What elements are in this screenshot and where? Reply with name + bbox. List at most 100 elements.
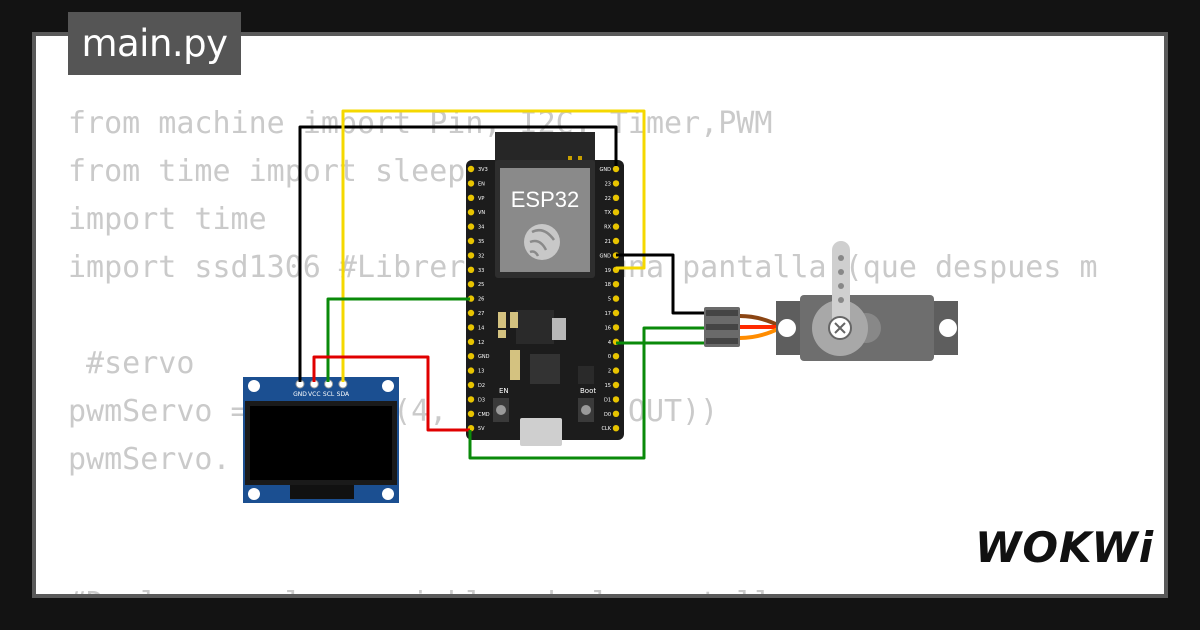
pin-label: 5 xyxy=(608,297,611,303)
pin-hole[interactable] xyxy=(467,165,475,173)
pin-label: GND xyxy=(600,253,612,259)
pin-label: 19 xyxy=(605,268,611,274)
pin-hole[interactable] xyxy=(612,324,620,331)
pin-hole[interactable] xyxy=(612,396,620,403)
pin-label: 26 xyxy=(478,297,484,303)
pin-label: 4 xyxy=(608,340,611,346)
pin-hole[interactable] xyxy=(612,410,620,417)
pin-hole[interactable] xyxy=(467,194,475,201)
pin-label: GND xyxy=(600,167,612,173)
pin-label: CMD xyxy=(478,412,490,418)
pin-hole[interactable] xyxy=(612,295,620,302)
espressif-logo-icon xyxy=(524,224,560,260)
wire-red-vcc[interactable] xyxy=(312,355,470,432)
pin-hole[interactable] xyxy=(467,209,475,216)
servo-motor[interactable] xyxy=(704,241,958,361)
pin-hole[interactable] xyxy=(467,381,475,389)
pin-label: TX xyxy=(604,210,612,216)
pin-label: VP xyxy=(478,196,484,202)
pin-label: 33 xyxy=(478,268,484,274)
pin-label: 12 xyxy=(478,340,484,346)
wire-black-gnd[interactable] xyxy=(298,125,618,382)
oled-pin-label: SDA xyxy=(337,391,350,398)
pin-hole[interactable] xyxy=(467,353,475,360)
pin-label: D3 xyxy=(478,397,485,403)
pin-hole[interactable] xyxy=(612,165,620,173)
boot-button-label: Boot xyxy=(580,387,596,395)
code-line: from time import sleep xyxy=(68,154,466,189)
pin-hole[interactable] xyxy=(467,266,475,273)
pin-label: D0 xyxy=(604,412,611,418)
pin-hole[interactable] xyxy=(467,252,475,259)
oled-pin-label: GND xyxy=(293,391,307,398)
pin-label: 34 xyxy=(478,225,484,231)
pin-label: 21 xyxy=(605,239,611,245)
pin-label: 22 xyxy=(605,196,611,202)
wokwi-logo: WOKWi xyxy=(975,523,1155,572)
wire-yellow-sda[interactable] xyxy=(341,109,646,382)
pin-label: EN xyxy=(478,181,485,187)
pin-hole[interactable] xyxy=(467,309,475,317)
pin-hole[interactable] xyxy=(467,237,475,245)
pin-label: VN xyxy=(478,210,485,216)
pin-label: GND xyxy=(478,354,490,360)
pin-label: 14 xyxy=(478,325,484,331)
pin-label: CLK xyxy=(601,426,611,432)
pin-label: 18 xyxy=(605,282,611,288)
pin-label: 17 xyxy=(605,311,611,317)
code-line: from machine import Pin, I2C, Timer,PWM xyxy=(68,106,773,141)
pin-hole[interactable] xyxy=(467,367,475,374)
file-tab[interactable]: main.py xyxy=(68,12,241,75)
pin-hole[interactable] xyxy=(612,223,620,230)
pin-label: 3V3 xyxy=(478,167,488,173)
pin-label: 13 xyxy=(478,369,484,375)
pin-label: 15 xyxy=(605,383,611,389)
usb-port xyxy=(520,418,562,446)
wire-green-servo-vcc[interactable] xyxy=(468,326,706,460)
pin-label: 23 xyxy=(605,181,611,187)
pin-hole[interactable] xyxy=(467,324,475,331)
pin-label: 35 xyxy=(478,239,484,245)
code-line: import time xyxy=(68,202,267,237)
pin-label: RX xyxy=(604,225,611,231)
pin-label: D1 xyxy=(604,397,611,403)
code-line: #Declaramos las variables de la pantalla xyxy=(68,580,1098,594)
pin-hole[interactable] xyxy=(467,410,475,417)
pin-hole[interactable] xyxy=(467,338,475,345)
pin-hole[interactable] xyxy=(612,381,620,389)
pin-hole[interactable] xyxy=(612,209,620,216)
wire-black-servo-gnd[interactable] xyxy=(616,253,706,315)
pin-hole[interactable] xyxy=(612,237,620,245)
pin-label: 27 xyxy=(478,311,484,317)
esp32-label: ESP32 xyxy=(511,187,580,212)
pin-label: 5V xyxy=(478,426,485,432)
pin-hole[interactable] xyxy=(467,396,475,403)
pin-label: 16 xyxy=(605,325,611,331)
pin-hole[interactable] xyxy=(612,367,620,374)
pin-label: 25 xyxy=(478,282,484,288)
pin-hole[interactable] xyxy=(467,180,475,187)
pin-hole[interactable] xyxy=(467,223,475,230)
pin-hole[interactable] xyxy=(612,425,620,432)
pin-hole[interactable] xyxy=(612,194,620,201)
pin-hole[interactable] xyxy=(612,281,620,288)
wire-green-scl[interactable] xyxy=(326,297,470,382)
code-line: pwmServo. xyxy=(68,442,231,477)
pin-label: 0 xyxy=(608,354,611,360)
pin-hole[interactable] xyxy=(612,353,620,360)
oled-pin-label: VCC xyxy=(308,391,320,398)
pin-hole[interactable] xyxy=(612,309,620,317)
pin-hole[interactable] xyxy=(467,281,475,288)
pin-label: D2 xyxy=(478,383,485,389)
oled-pin-label: SCL xyxy=(323,391,335,398)
pin-hole[interactable] xyxy=(612,180,620,187)
pin-label: 32 xyxy=(478,253,484,259)
code-line: #servo xyxy=(68,346,195,381)
en-button-label: EN xyxy=(499,387,509,395)
